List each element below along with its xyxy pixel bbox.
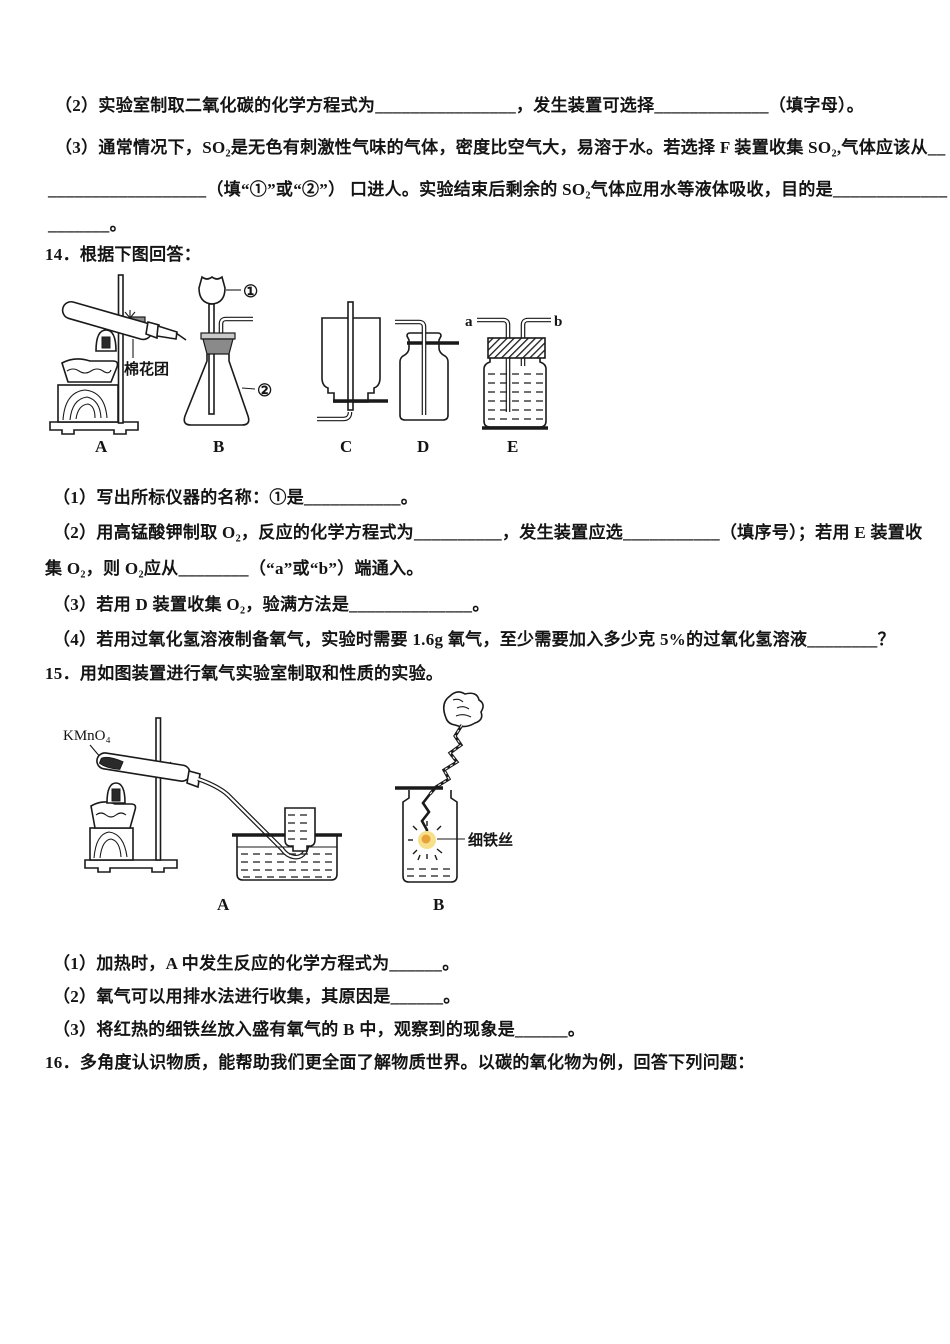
fig15-label-b: B bbox=[433, 895, 444, 914]
fig14-circle1-label: ① bbox=[243, 282, 258, 301]
fig15-iron-wire-label: 细铁丝 bbox=[468, 831, 513, 849]
spark-icon bbox=[408, 821, 443, 861]
fig14-label-a: A bbox=[95, 437, 108, 456]
q15-sub1: （1）加热时，A 中发生反应的化学方程式为______。 bbox=[53, 954, 460, 973]
q15-figure: KMnO₄ bbox=[63, 691, 513, 914]
q14-sub2-line2: 集 O₂，则 O₂应从________（“a”或“b”）端通入。 bbox=[45, 559, 424, 578]
fig14-port-b-label: b bbox=[554, 314, 562, 330]
q15-stem: 15．用如图装置进行氧气实验室制取和性质的实验。 bbox=[45, 664, 444, 683]
fig15-apparatus-a-kmno4-setup: KMnO₄ bbox=[63, 717, 342, 914]
fig14-apparatus-d-bottle: D bbox=[395, 319, 459, 456]
fig14-label-b: B bbox=[213, 437, 224, 456]
fig14-port-a-label: a bbox=[465, 314, 473, 330]
fig14-apparatus-e-washing-bottle: a b E bbox=[465, 314, 562, 456]
q14-figure: 棉花团 A ① ② B bbox=[49, 274, 562, 456]
q14-sub1: （1）写出所标仪器的名称：①是___________。 bbox=[53, 488, 419, 507]
fig14-apparatus-a-heating-stand: 棉花团 A bbox=[49, 274, 187, 456]
q14-stem: 14．根据下图回答： bbox=[45, 245, 201, 264]
q13-part3-line3: _______。 bbox=[48, 215, 127, 234]
fig14-apparatus-b-flask-funnel: ① ② B bbox=[183, 275, 272, 456]
q14-sub4: （4）若用过氧化氢溶液制备氧气，实验时需要 1.6g 氧气，至少需要加入多少克 … bbox=[53, 630, 895, 649]
q13-part3-line2: __________________（填“①”或“②”） 口进人。实验结束后剩余… bbox=[48, 180, 948, 199]
q14-sub3: （3）若用 D 装置收集 O₂，验满方法是______________。 bbox=[53, 595, 490, 614]
hand-icon bbox=[442, 691, 484, 728]
q16-stem: 16．多角度认识物质，能帮助我们更全面了解物质世界。以碳的氧化物为例，回答下列问… bbox=[45, 1053, 755, 1072]
fig15-kmno4-label: KMnO₄ bbox=[63, 728, 111, 744]
fig15-label-a: A bbox=[217, 895, 230, 914]
fig14-label-e: E bbox=[507, 437, 518, 456]
q14-sub2-line1: （2）用高锰酸钾制取 O₂，反应的化学方程式为__________，发生装置应选… bbox=[53, 523, 923, 542]
fig14-label-d: D bbox=[417, 437, 429, 456]
fig14-label-c: C bbox=[340, 437, 352, 456]
q15-sub3: （3）将红热的细铁丝放入盛有氧气的 B 中，观察到的现象是______。 bbox=[53, 1020, 586, 1039]
fig15-apparatus-b-iron-wire-bottle: 细铁丝 B bbox=[395, 691, 513, 914]
fig14-apparatus-c-inverted-bottle: C bbox=[317, 301, 388, 456]
fig14-circle2-label: ② bbox=[257, 381, 272, 400]
q15-sub2: （2）氧气可以用排水法进行收集，其原因是______。 bbox=[53, 987, 461, 1006]
q13-part3-line1: （3）通常情况下，SO₂是无色有刺激性气味的气体，密度比空气大，易溶于水。若选择… bbox=[55, 138, 946, 157]
q13-part2-line: （2）实验室制取二氧化碳的化学方程式为________________，发生装置… bbox=[55, 96, 865, 115]
fig14-cotton-label: 棉花团 bbox=[124, 360, 169, 378]
